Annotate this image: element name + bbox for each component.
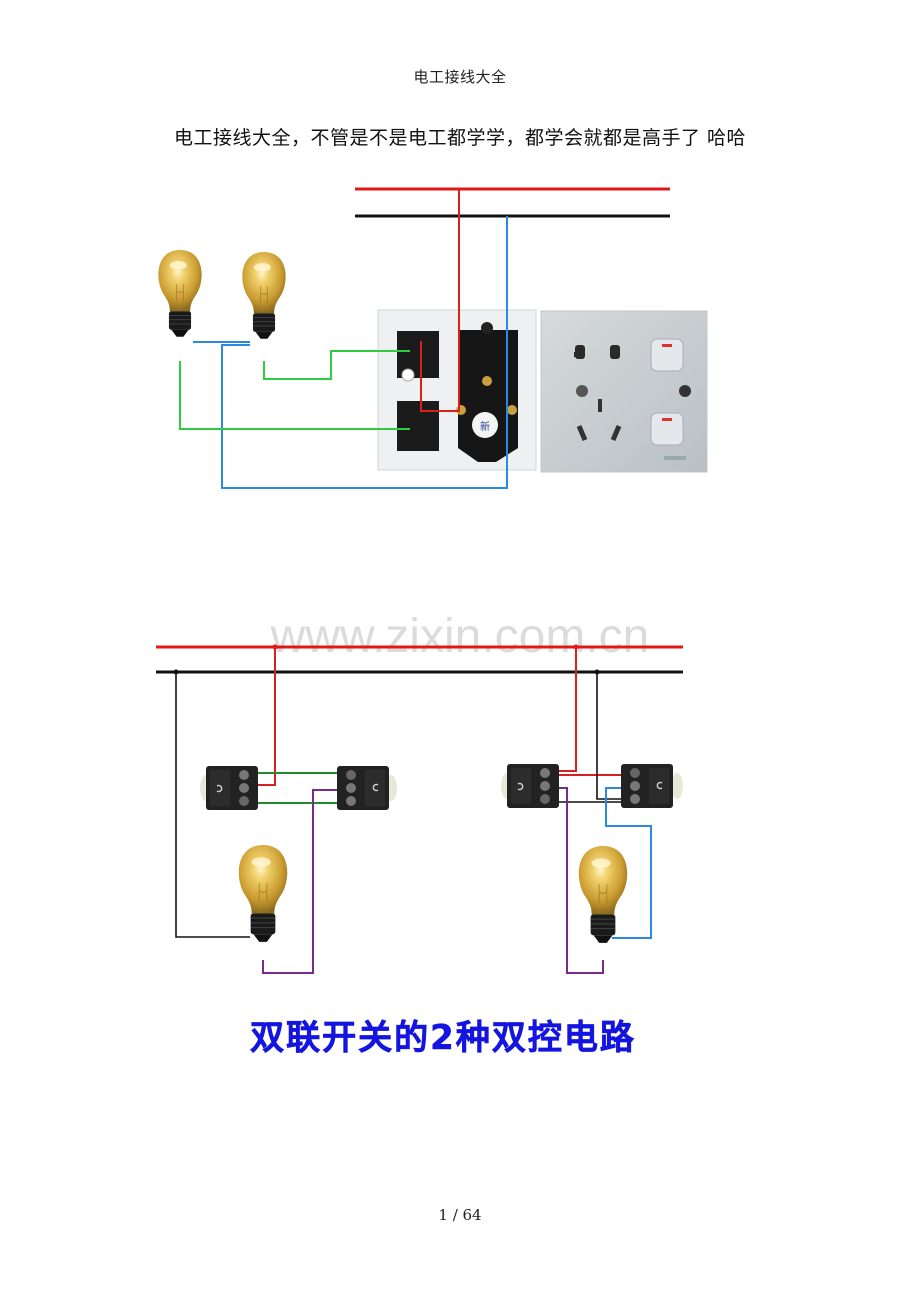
light-bulb-icon <box>157 249 203 338</box>
switched-wire-2 <box>179 361 410 430</box>
neutral-return-wire <box>221 216 508 489</box>
light-bulb-icon <box>578 845 628 944</box>
page-current: 1 <box>438 1206 448 1224</box>
two-way-switch-icon <box>620 763 683 809</box>
light-bulb-icon <box>238 844 288 943</box>
page-number: 1 / 64 <box>0 1206 920 1224</box>
two-way-switch-icon <box>336 765 397 811</box>
page-header-title: 电工接线大全 <box>413 68 507 86</box>
five-hole-socket-with-switches <box>540 310 708 473</box>
two-way-switch-icon <box>501 763 560 809</box>
live-drop-wire <box>420 189 460 412</box>
switched-wire-1 <box>263 350 410 380</box>
two-way-switch-icon <box>200 765 259 811</box>
light-bulb-icon <box>241 251 287 340</box>
page-separator: / <box>447 1206 463 1224</box>
page-total: 64 <box>462 1206 482 1224</box>
intro-text: 电工接线大全，不管是不是电工都学学，都学会就都是高手了 哈哈 <box>173 127 747 149</box>
diagram-1-dual-switch-socket: 新 <box>157 187 708 489</box>
switch-socket-back-panel: 新 <box>377 309 537 471</box>
diagram-caption: 双联开关的2种双控电路 <box>250 1018 636 1059</box>
diagram-2-two-way-circuits <box>156 644 683 974</box>
round-label: 新 <box>480 420 490 433</box>
watermark: www.zixin.com.cn <box>270 610 650 663</box>
